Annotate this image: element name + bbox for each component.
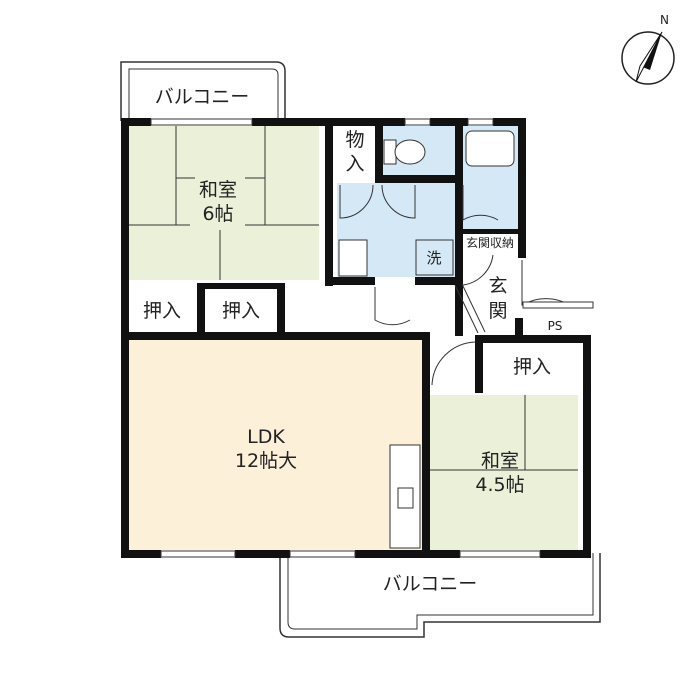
ldk-room [129, 340, 422, 550]
washitsu-6-room [129, 126, 319, 280]
stove-icon [397, 487, 414, 509]
washitsu-6-label: 和室 [199, 179, 237, 201]
tatami-lines [129, 126, 578, 471]
toilet-icon [383, 139, 426, 165]
balcony-bottom: バルコニー [279, 553, 601, 638]
oshiire-2-label: 押入 [222, 300, 260, 322]
genkan-label-2: 関 [488, 300, 507, 322]
genkan-storage-label: 玄関収納 [466, 235, 514, 250]
ldk-size: 12帖大 [235, 450, 297, 472]
washer-label: 洗 [426, 249, 441, 267]
washitsu-6-size: 6帖 [202, 203, 233, 225]
ps-label: PS [548, 319, 563, 333]
balcony-top-label: バルコニー [155, 86, 250, 108]
ldk-label: LDK [247, 426, 285, 448]
windows [150, 118, 541, 558]
sink-icon [338, 239, 368, 277]
compass-icon: N [621, 13, 675, 85]
washer-space [415, 239, 454, 276]
washitsu-45-size: 4.5帖 [475, 474, 524, 496]
washitsu-45-room [430, 395, 578, 550]
oshiire-3-label: 押入 [513, 356, 551, 378]
walls [121, 118, 591, 558]
monoire-label-1: 物 [345, 129, 364, 151]
balcony-bottom-label: バルコニー [383, 573, 478, 595]
bathtub-icon [465, 130, 515, 167]
genkan-label-1: 玄 [488, 275, 507, 297]
balcony-top: バルコニー [120, 61, 286, 121]
washitsu-45-label: 和室 [481, 450, 519, 472]
north-label: N [660, 13, 669, 27]
monoire-label-2: 入 [345, 153, 364, 175]
door-swings [339, 184, 594, 386]
oshiire-1-label: 押入 [143, 300, 181, 322]
